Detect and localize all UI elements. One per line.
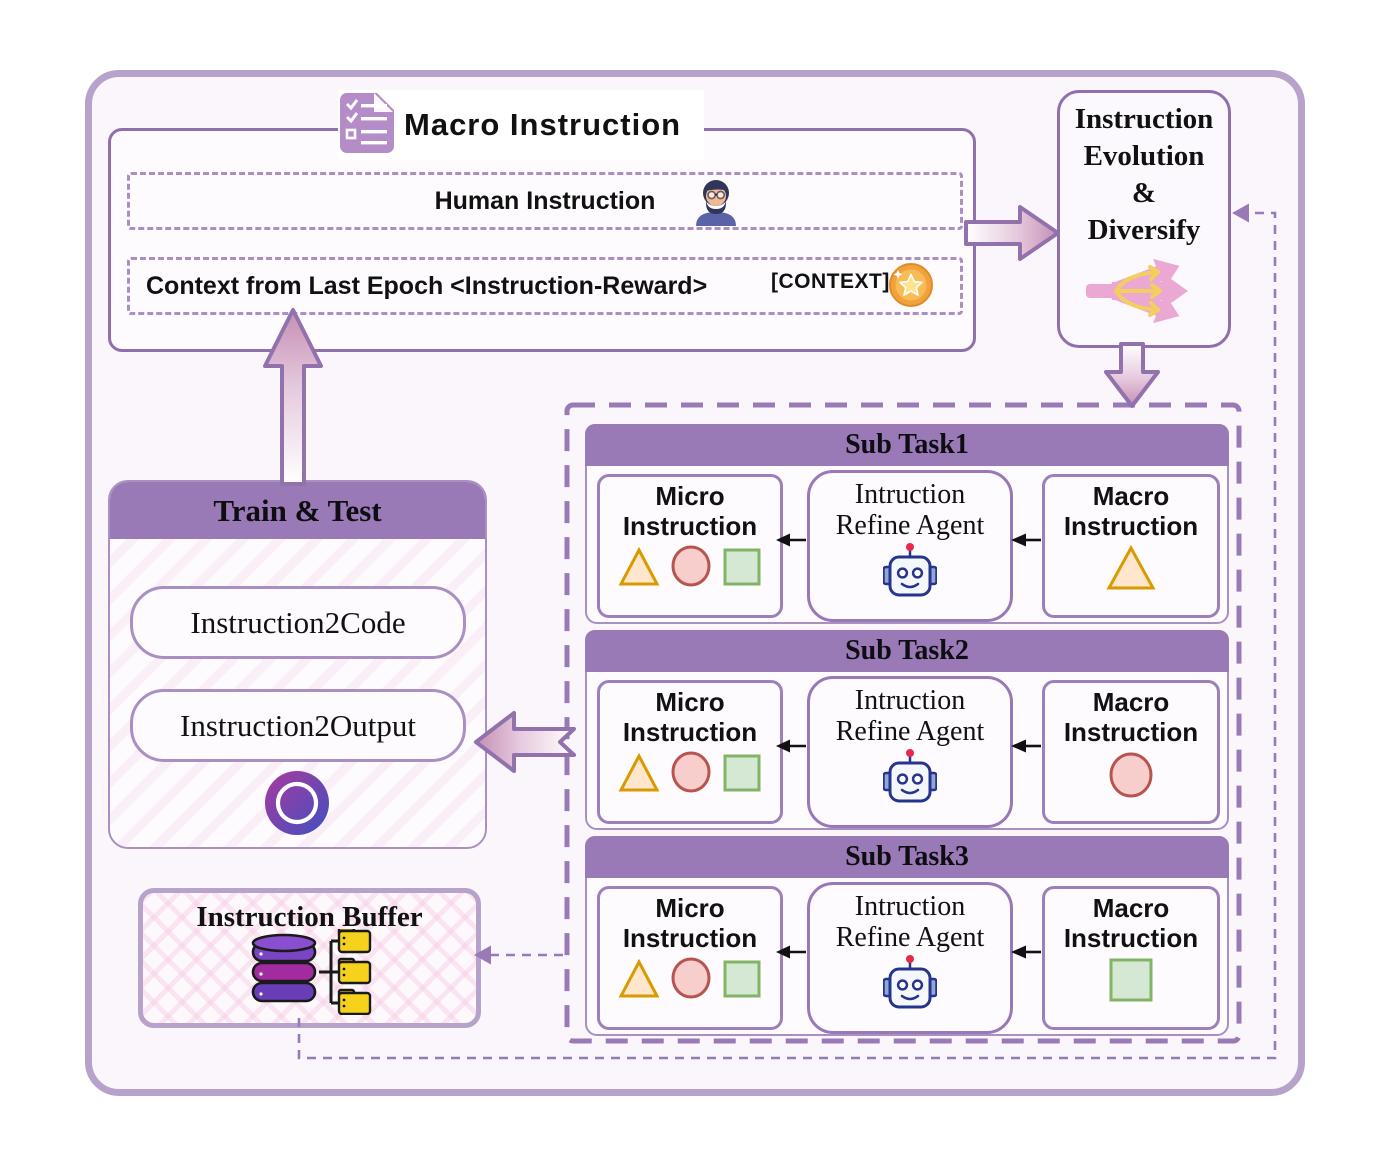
triangle-icon xyxy=(618,958,660,1004)
subtask2-title-bar: Sub Task2 xyxy=(585,630,1229,672)
person-avatar-icon xyxy=(692,176,740,231)
macro-label-line: Macro xyxy=(1092,893,1170,923)
macro-label-line: Macro xyxy=(1092,481,1170,511)
micro-label-line: Instruction xyxy=(622,511,758,541)
macro-instruction-panel xyxy=(108,128,976,352)
diverging-arrows-icon xyxy=(1086,251,1198,336)
subtask-title: Sub Task2 xyxy=(845,635,969,666)
micro-label-line: Micro xyxy=(655,893,725,923)
human-instruction-label: Human Instruction xyxy=(434,186,656,215)
triangle-icon xyxy=(618,546,660,592)
macro-instruction-source-box: Macro Instruction xyxy=(1042,474,1220,618)
triangle-icon xyxy=(1106,544,1156,596)
square-icon xyxy=(722,753,762,798)
train-test-panel: Train & Test Instruction2Code Instructio… xyxy=(108,480,487,849)
agent-label-line: Refine Agent xyxy=(835,716,985,747)
micro-label-line: Instruction xyxy=(622,717,758,747)
robot-icon xyxy=(882,543,938,603)
subtask2-panel: Sub Task2 Micro Instruction Intruction R… xyxy=(585,630,1229,830)
subtask-title: Sub Task3 xyxy=(845,841,969,872)
triangle-icon xyxy=(618,752,660,798)
agent-label-line: Intruction xyxy=(854,479,966,510)
robot-icon xyxy=(882,749,938,809)
evolution-line: Diversify xyxy=(1087,214,1201,246)
macro-instruction-source-box: Macro Instruction xyxy=(1042,680,1220,824)
subtask-title: Sub Task1 xyxy=(845,429,969,460)
micro-label-line: Micro xyxy=(655,481,725,511)
database-folders-icon xyxy=(243,926,373,1020)
macro-title-band: Macro Instruction xyxy=(338,89,704,160)
instruction-buffer-panel: Instruction Buffer xyxy=(138,888,481,1028)
macro-label-line: Instruction xyxy=(1063,511,1199,541)
robot-icon xyxy=(882,955,938,1015)
refine-agent-box: Intruction Refine Agent xyxy=(807,676,1013,828)
subtask3-panel: Sub Task3 Micro Instruction Intruction R… xyxy=(585,836,1229,1036)
agent-label-line: Intruction xyxy=(854,685,966,716)
subtask3-title-bar: Sub Task3 xyxy=(585,836,1229,878)
human-instruction-row: Human Instruction xyxy=(127,172,963,230)
agent-label-line: Intruction xyxy=(854,891,966,922)
micro-instruction-box: Micro Instruction xyxy=(597,474,783,618)
macro-label-line: Instruction xyxy=(1063,717,1199,747)
circle-icon xyxy=(670,751,712,798)
evolution-line: & xyxy=(1131,177,1157,209)
subtask1-panel: Sub Task1 Micro Instruction Intruction R… xyxy=(585,424,1229,624)
micro-instruction-box: Micro Instruction xyxy=(597,680,783,824)
macro-panel-title: Macro Instruction xyxy=(404,107,682,142)
macro-instruction-source-box: Macro Instruction xyxy=(1042,886,1220,1030)
pill-label: Instruction2Output xyxy=(180,707,416,743)
gold-coin-star-icon xyxy=(888,262,934,313)
evolution-line: Instruction xyxy=(1074,103,1214,135)
micro-label-line: Micro xyxy=(655,687,725,717)
instruction2code-pill: Instruction2Code xyxy=(130,586,466,659)
square-icon xyxy=(722,959,762,1004)
evolution-line: Evolution xyxy=(1083,140,1205,172)
macro-label-line: Instruction xyxy=(1063,923,1199,953)
instruction2output-pill: Instruction2Output xyxy=(130,689,466,762)
micro-label-line: Instruction xyxy=(622,923,758,953)
circle-icon xyxy=(670,545,712,592)
square-icon xyxy=(722,547,762,592)
macro-label-line: Macro xyxy=(1092,687,1170,717)
square-icon xyxy=(1108,957,1154,1008)
openai-logo-icon xyxy=(264,770,330,841)
refine-agent-box: Intruction Refine Agent xyxy=(807,470,1013,622)
circle-icon xyxy=(1107,751,1155,804)
train-test-title: Train & Test xyxy=(213,492,382,528)
agent-label-line: Refine Agent xyxy=(835,922,985,953)
checklist-document-icon xyxy=(338,89,397,160)
refine-agent-box: Intruction Refine Agent xyxy=(807,882,1013,1034)
context-label: Context from Last Epoch <Instruction-Rew… xyxy=(146,271,708,300)
context-row: Context from Last Epoch <Instruction-Rew… xyxy=(127,257,963,315)
agent-label-line: Refine Agent xyxy=(835,510,985,541)
micro-instruction-box: Micro Instruction xyxy=(597,886,783,1030)
train-test-title-bar: Train & Test xyxy=(110,482,485,539)
circle-icon xyxy=(670,957,712,1004)
pill-label: Instruction2Code xyxy=(190,604,406,640)
instruction-evolution-box: Instruction Evolution & Diversify xyxy=(1057,90,1231,348)
subtask1-title-bar: Sub Task1 xyxy=(585,424,1229,466)
context-tag: [CONTEXT] - xyxy=(771,270,904,293)
